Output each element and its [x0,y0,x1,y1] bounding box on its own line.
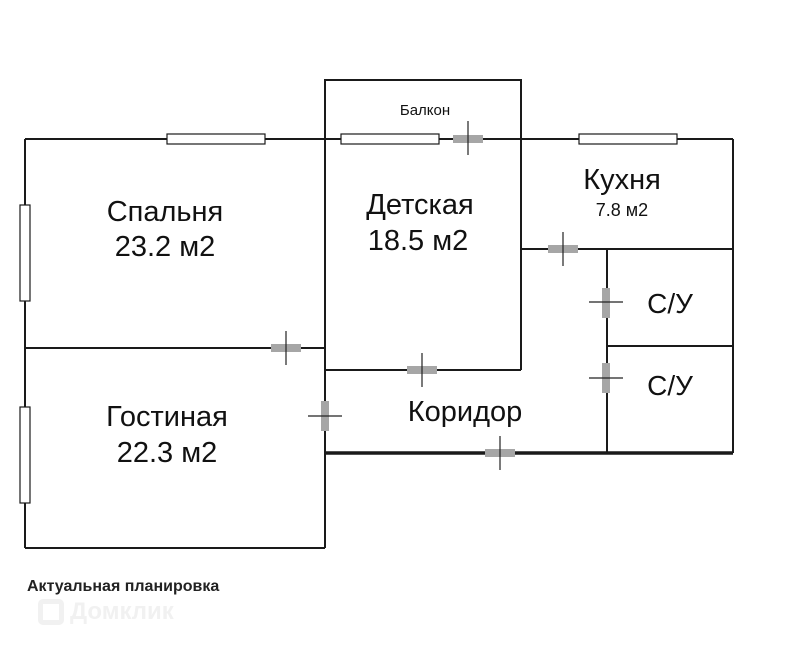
window [578,133,678,145]
windows [19,133,678,504]
door [407,353,437,387]
room-name: С/У [647,370,693,401]
room-name: Спальня [107,196,224,228]
room-name: Коридор [408,396,523,428]
door [485,436,515,470]
window [19,406,31,504]
room-name: С/У [647,288,693,319]
door [548,232,578,266]
room-area: 22.3 м2 [117,437,218,469]
door [308,401,342,431]
room-labels: Спальня 23.2 м2 Детская 18.5 м2 Кухня 7.… [106,102,693,469]
doors [271,121,623,470]
door [271,331,301,365]
watermark: Домклик [38,598,174,626]
door [453,121,483,155]
room-area: 23.2 м2 [115,231,216,263]
room-name: Кухня [583,164,661,196]
room-name: Балкон [400,102,450,119]
watermark-text: Домклик [70,598,174,625]
room-area: 7.8 м2 [596,200,648,220]
window [340,133,440,145]
window [166,133,266,145]
room-area: 18.5 м2 [368,225,469,257]
plan-caption: Актуальная планировка [27,578,220,595]
door [589,288,623,318]
domclick-logo-icon [38,599,64,625]
window [19,204,31,302]
room-name: Детская [366,189,473,221]
walls [24,79,734,549]
door [589,363,623,393]
room-name: Гостиная [106,401,228,433]
